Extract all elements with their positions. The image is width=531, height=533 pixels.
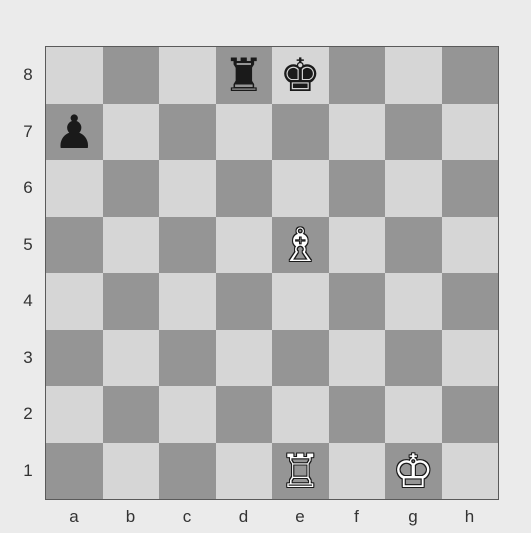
square-b7[interactable]	[103, 104, 160, 161]
rank-label-3: 3	[19, 348, 37, 368]
square-h5[interactable]	[442, 217, 499, 274]
black-pawn-icon[interactable]: ♟	[54, 109, 95, 155]
square-a3[interactable]	[46, 330, 103, 387]
square-f3[interactable]	[329, 330, 386, 387]
square-h7[interactable]	[442, 104, 499, 161]
square-c1[interactable]	[159, 443, 216, 500]
square-e5[interactable]: ♗	[272, 217, 329, 274]
square-d8[interactable]: ♜	[216, 47, 273, 104]
file-label-d: d	[216, 507, 272, 527]
square-a1[interactable]	[46, 443, 103, 500]
square-b1[interactable]	[103, 443, 160, 500]
square-a8[interactable]	[46, 47, 103, 104]
square-g5[interactable]	[385, 217, 442, 274]
square-f7[interactable]	[329, 104, 386, 161]
square-g7[interactable]	[385, 104, 442, 161]
rank-label-8: 8	[19, 65, 37, 85]
rank-label-5: 5	[19, 235, 37, 255]
square-c7[interactable]	[159, 104, 216, 161]
square-b4[interactable]	[103, 273, 160, 330]
square-b8[interactable]	[103, 47, 160, 104]
square-d4[interactable]	[216, 273, 273, 330]
file-label-b: b	[103, 507, 159, 527]
square-a4[interactable]	[46, 273, 103, 330]
square-e6[interactable]	[272, 160, 329, 217]
square-b6[interactable]	[103, 160, 160, 217]
black-rook-icon[interactable]: ♜	[223, 52, 264, 98]
rank-label-6: 6	[19, 178, 37, 198]
square-f4[interactable]	[329, 273, 386, 330]
square-e2[interactable]	[272, 386, 329, 443]
square-a2[interactable]	[46, 386, 103, 443]
square-f1[interactable]	[329, 443, 386, 500]
square-d7[interactable]	[216, 104, 273, 161]
square-h4[interactable]	[442, 273, 499, 330]
square-f5[interactable]	[329, 217, 386, 274]
black-king-icon[interactable]: ♚	[280, 52, 321, 98]
square-c5[interactable]	[159, 217, 216, 274]
square-g4[interactable]	[385, 273, 442, 330]
square-h6[interactable]	[442, 160, 499, 217]
square-g8[interactable]	[385, 47, 442, 104]
rank-label-4: 4	[19, 291, 37, 311]
square-c2[interactable]	[159, 386, 216, 443]
square-h2[interactable]	[442, 386, 499, 443]
file-label-e: e	[272, 507, 328, 527]
square-b2[interactable]	[103, 386, 160, 443]
square-c6[interactable]	[159, 160, 216, 217]
square-f6[interactable]	[329, 160, 386, 217]
square-d3[interactable]	[216, 330, 273, 387]
white-bishop-icon[interactable]: ♗	[280, 222, 321, 268]
rank-label-2: 2	[19, 404, 37, 424]
square-c3[interactable]	[159, 330, 216, 387]
square-c4[interactable]	[159, 273, 216, 330]
square-a5[interactable]	[46, 217, 103, 274]
white-rook-icon[interactable]: ♖	[280, 448, 321, 494]
square-h8[interactable]	[442, 47, 499, 104]
file-label-a: a	[46, 507, 102, 527]
square-g6[interactable]	[385, 160, 442, 217]
square-c8[interactable]	[159, 47, 216, 104]
square-g3[interactable]	[385, 330, 442, 387]
rank-label-1: 1	[19, 461, 37, 481]
square-e7[interactable]	[272, 104, 329, 161]
square-h1[interactable]	[442, 443, 499, 500]
square-f2[interactable]	[329, 386, 386, 443]
square-e4[interactable]	[272, 273, 329, 330]
square-g2[interactable]	[385, 386, 442, 443]
square-a6[interactable]	[46, 160, 103, 217]
rank-label-7: 7	[19, 122, 37, 142]
square-e1[interactable]: ♖	[272, 443, 329, 500]
square-e3[interactable]	[272, 330, 329, 387]
square-g1[interactable]: ♔	[385, 443, 442, 500]
square-d6[interactable]	[216, 160, 273, 217]
square-d1[interactable]	[216, 443, 273, 500]
square-d5[interactable]	[216, 217, 273, 274]
file-label-h: h	[442, 507, 498, 527]
square-b3[interactable]	[103, 330, 160, 387]
file-label-f: f	[329, 507, 385, 527]
file-label-c: c	[159, 507, 215, 527]
square-a7[interactable]: ♟	[46, 104, 103, 161]
file-label-g: g	[385, 507, 441, 527]
square-d2[interactable]	[216, 386, 273, 443]
square-h3[interactable]	[442, 330, 499, 387]
chess-board: ♜ ♚ ♟ ♗ ♖ ♔	[45, 46, 499, 500]
square-b5[interactable]	[103, 217, 160, 274]
square-f8[interactable]	[329, 47, 386, 104]
white-king-icon[interactable]: ♔	[393, 448, 434, 494]
square-e8[interactable]: ♚	[272, 47, 329, 104]
